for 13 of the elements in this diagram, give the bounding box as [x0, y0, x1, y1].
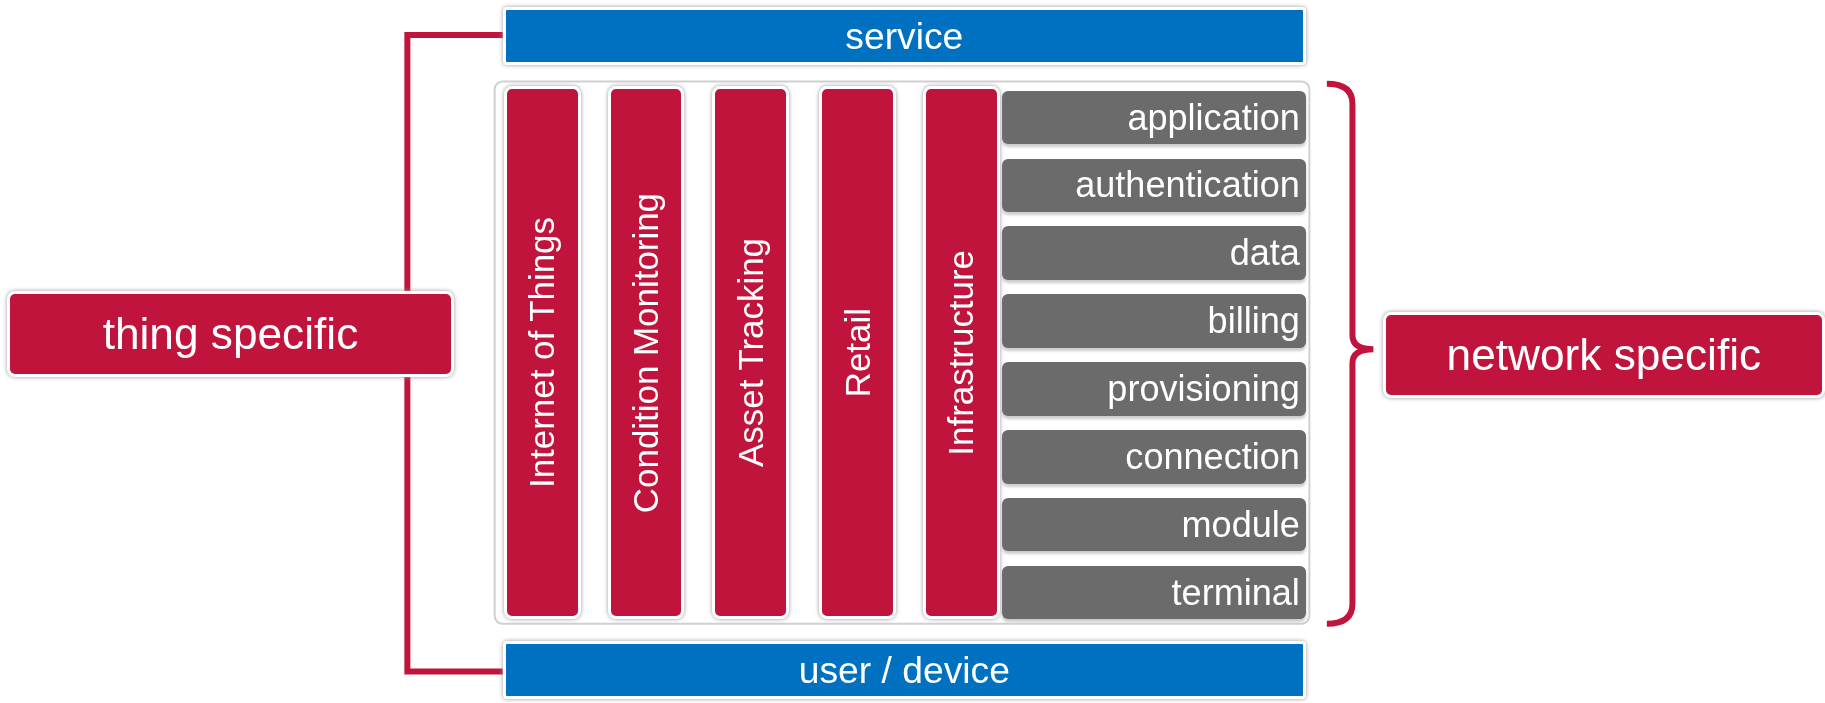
- column-label: Asset Tracking: [730, 238, 771, 468]
- layer-row: connection: [1002, 430, 1306, 484]
- layer-row: data: [1002, 226, 1306, 280]
- column-label: Retail: [837, 308, 878, 398]
- column-label: Condition Monitoring: [625, 192, 666, 513]
- layer-row: terminal: [1002, 565, 1306, 620]
- layer-row: application: [1002, 90, 1306, 145]
- layer-row: module: [1002, 497, 1306, 552]
- layer-row: authentication: [1002, 158, 1306, 213]
- layer-row: provisioning: [1002, 362, 1306, 416]
- column-label: Infrastructure: [941, 249, 982, 456]
- column-label: Internet of Things: [522, 217, 563, 489]
- layer-row: billing: [1002, 294, 1306, 348]
